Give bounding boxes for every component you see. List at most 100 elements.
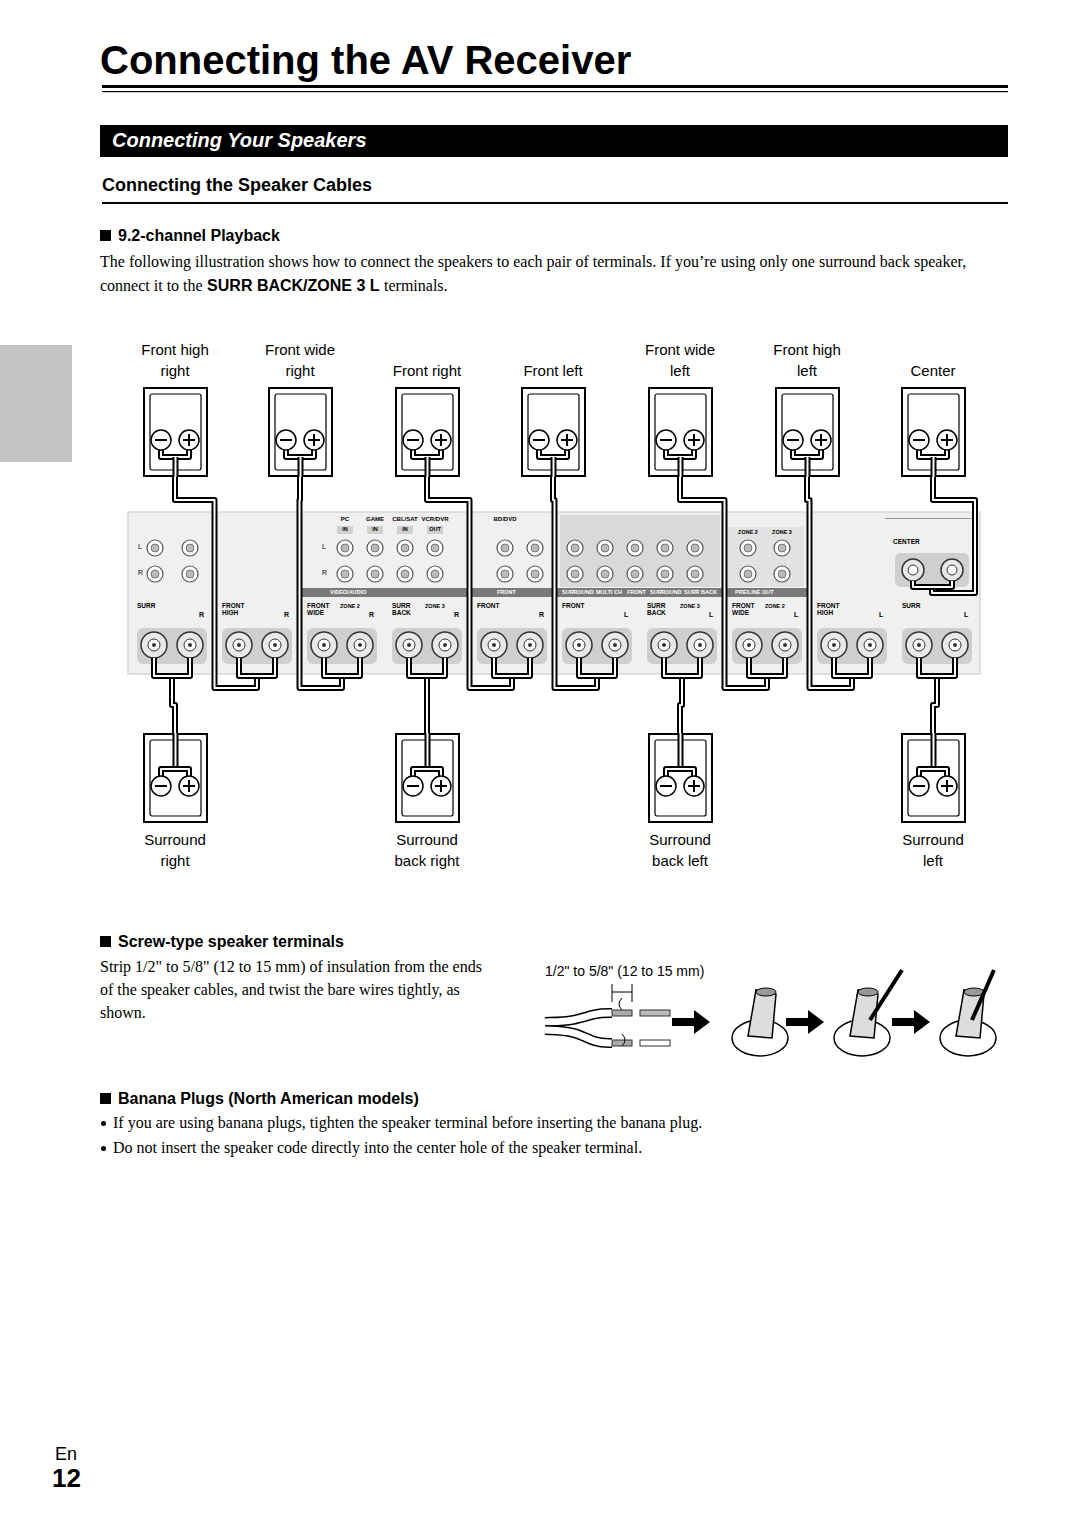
speaker-cable-core <box>834 658 870 676</box>
rca-jack-center <box>341 570 349 578</box>
binding-post-cap <box>524 639 536 651</box>
zone-label: ZONE 3 <box>767 529 797 536</box>
speaker-outline <box>269 388 332 476</box>
rca-jack <box>337 540 353 556</box>
panel-band-label: FRONT <box>497 589 516 596</box>
rca-jack <box>497 540 513 556</box>
speaker-cable-core <box>324 658 360 676</box>
binding-post <box>481 632 507 658</box>
binding-post <box>821 632 847 658</box>
rca-jack <box>527 540 543 556</box>
square-bullet <box>100 230 111 241</box>
rca-jack <box>687 566 703 582</box>
rca-jack-center <box>501 544 509 552</box>
channel-letter: L <box>964 611 968 619</box>
minus-sign <box>407 439 419 441</box>
speaker-box <box>648 733 713 823</box>
screw-terminal-illustration <box>545 970 996 1056</box>
speaker-cable-core <box>175 477 257 688</box>
speaker-cable <box>161 450 189 457</box>
speaker-cable-core <box>807 477 852 688</box>
binding-post-hole <box>577 643 581 647</box>
rca-jack-center <box>371 544 379 552</box>
binding-post-cap <box>233 639 245 651</box>
speaker-box <box>901 733 966 823</box>
channel-letter: L <box>322 543 326 551</box>
jack-label: IN <box>360 526 390 533</box>
speaker-cable <box>807 477 852 688</box>
speaker-cable-core <box>666 450 694 457</box>
rca-jack <box>337 566 353 582</box>
binding-post-hole <box>152 643 156 647</box>
channel-letter: R <box>539 611 544 619</box>
speaker-label-area: Surround right <box>115 829 235 873</box>
panel-band-label: SURROUND <box>562 589 594 596</box>
binding-post-hole <box>783 643 787 647</box>
speaker-cable-core <box>426 733 428 769</box>
speaker-cable-core <box>680 676 682 735</box>
rca-jack <box>597 566 613 582</box>
speaker-outline <box>522 388 585 476</box>
binding-post-cap <box>403 639 415 651</box>
terminal-symbol <box>304 430 324 450</box>
terminal-plate <box>732 628 802 664</box>
binding-post <box>772 632 798 658</box>
rca-jack <box>147 566 163 582</box>
speaker-label: Front high left <box>765 339 849 381</box>
side-tab <box>0 345 72 462</box>
speaker-cable-core <box>413 450 441 457</box>
speaker-cable-core <box>154 658 190 676</box>
plus-sign <box>308 434 320 446</box>
speaker-cable <box>930 457 936 477</box>
title-rule <box>102 91 1008 92</box>
speaker-cable <box>172 676 175 735</box>
binding-post-cap <box>864 639 876 651</box>
rca-jack-center <box>371 570 379 578</box>
rca-jack-center <box>744 570 752 578</box>
binding-post-hole <box>273 643 277 647</box>
binding-post-cap <box>609 639 621 651</box>
speaker: Front left <box>493 337 613 487</box>
jack-label: IN <box>390 526 420 533</box>
zone-label: ZONE 2 <box>733 529 763 536</box>
binding-post-hole <box>528 643 532 647</box>
panel-band-label: SURROUND <box>650 589 682 596</box>
speaker-cable <box>286 450 314 457</box>
speaker-cable-core <box>579 658 615 676</box>
binding-post <box>906 632 932 658</box>
speaker-cable <box>172 457 178 477</box>
binding-post-hole <box>237 643 241 647</box>
rca-jack-center <box>431 544 439 552</box>
speaker-cable-core <box>749 658 785 676</box>
speaker-cable <box>539 450 567 457</box>
rca-jack <box>774 566 790 582</box>
terminal-symbol <box>151 430 171 450</box>
speaker-label-area: Front high left <box>747 337 867 381</box>
square-bullet <box>100 1093 111 1104</box>
minus-sign <box>913 785 925 787</box>
speaker-cable <box>793 450 821 457</box>
plus-sign <box>183 780 195 792</box>
rca-jack <box>740 540 756 556</box>
terminal-symbol <box>403 776 423 796</box>
page-title: Connecting the AV Receiver <box>100 40 631 80</box>
speaker-cable <box>154 658 190 676</box>
speaker-box <box>395 733 460 823</box>
terminal-plate <box>137 628 207 664</box>
speaker-cable-core <box>666 769 694 776</box>
rca-jack <box>427 566 443 582</box>
rca-jack <box>527 566 543 582</box>
binding-post <box>141 632 167 658</box>
speaker-box <box>521 387 586 477</box>
jack-label: PC <box>330 516 360 523</box>
rca-jack <box>627 540 643 556</box>
terminal-plate <box>307 628 377 664</box>
plus-sign <box>815 434 827 446</box>
terminal-label: CENTER <box>893 538 920 546</box>
speaker-cable <box>553 477 597 688</box>
binding-post <box>396 632 422 658</box>
speaker-label-area: Front wide left <box>620 337 740 381</box>
twist-arrow <box>619 998 625 1046</box>
rca-jack-center <box>531 570 539 578</box>
terminal-symbol <box>557 430 577 450</box>
